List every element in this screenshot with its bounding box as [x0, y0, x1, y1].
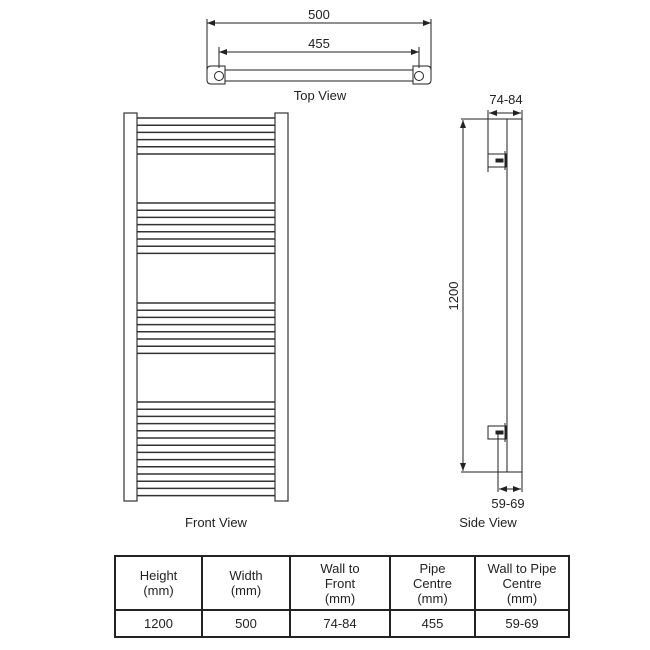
top-view-drawing [206, 19, 432, 85]
cell-wall-to-front: 74-84 [289, 609, 391, 638]
top-view-label: Top View [294, 88, 347, 103]
front-view-drawing [123, 112, 289, 502]
front-view-label: Front View [185, 515, 248, 530]
cell-pipe-centre: 455 [389, 609, 476, 638]
side-wall-to-front-dimension: 74-84 [489, 92, 522, 107]
top-width-dimension: 500 [308, 7, 330, 22]
cell-width: 500 [201, 609, 291, 638]
side-wall-to-pipe-dimension: 59-69 [491, 496, 524, 511]
top-pipe-centre-dimension: 455 [308, 36, 330, 51]
header-width: Width(mm) [201, 555, 291, 611]
side-view-drawing [460, 110, 523, 492]
side-view-label: Side View [459, 515, 517, 530]
side-height-dimension: 1200 [446, 282, 461, 311]
cell-height: 1200 [114, 609, 203, 638]
cell-wall-to-pipe-centre: 59-69 [474, 609, 570, 638]
header-height: Height(mm) [114, 555, 203, 611]
table-row: 1200 500 74-84 455 59-69 [114, 609, 570, 638]
